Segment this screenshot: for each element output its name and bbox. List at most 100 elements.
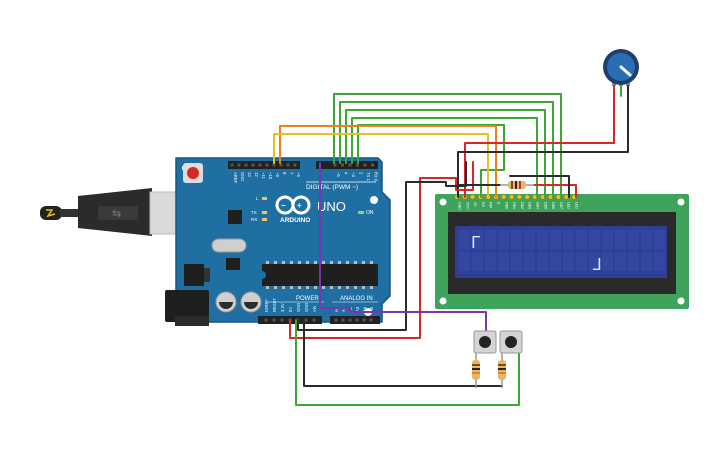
lcd-pin-label: LED bbox=[567, 202, 571, 209]
power-pin-label: Vin bbox=[312, 305, 317, 312]
lcd-cell bbox=[485, 252, 496, 271]
digital-pin-label: 13 bbox=[247, 172, 252, 177]
header-pin bbox=[279, 163, 283, 167]
lcd-cell bbox=[563, 230, 574, 249]
lcd-pin bbox=[501, 194, 507, 200]
header-pin bbox=[272, 163, 276, 167]
arduino-logo: − + bbox=[275, 195, 311, 215]
header-pin bbox=[362, 318, 366, 322]
lcd-pin-label: DB4 bbox=[536, 202, 540, 209]
voltage-regulator bbox=[184, 264, 204, 286]
analog-pin-label: A4 bbox=[362, 306, 367, 312]
lcd-pin bbox=[563, 194, 569, 200]
lcd-pin-label: DB2 bbox=[520, 202, 524, 209]
wire-led-cathode bbox=[509, 175, 570, 198]
header-pin bbox=[244, 163, 248, 167]
digital-pin-label: 4 bbox=[344, 172, 349, 175]
lcd-cell bbox=[498, 252, 509, 271]
header-pin bbox=[280, 318, 284, 322]
wire-button-gnd bbox=[303, 319, 503, 387]
chip-leg bbox=[346, 261, 349, 264]
digital-pin-label: ~10 bbox=[268, 172, 273, 180]
lcd-backlight-resistor bbox=[500, 181, 534, 189]
chip-leg bbox=[282, 261, 285, 264]
digital-pin-label: ~9 bbox=[275, 172, 280, 177]
reset-button-cap[interactable] bbox=[187, 167, 199, 179]
chip-leg bbox=[370, 286, 373, 289]
lcd-cell bbox=[641, 252, 652, 271]
digital-label: DIGITAL (PWM ~) bbox=[306, 184, 358, 191]
wire-5v bbox=[289, 161, 474, 339]
header-pin bbox=[371, 163, 374, 167]
header-pin bbox=[230, 163, 234, 167]
header-pin bbox=[237, 163, 241, 167]
lcd-pin-label: RS bbox=[481, 202, 485, 208]
header-pin bbox=[258, 163, 262, 167]
pull-down-resistor-1 bbox=[472, 353, 480, 388]
l-led-label: L bbox=[256, 196, 259, 201]
digital-header bbox=[228, 161, 378, 169]
digital-pin-label: ~5 bbox=[336, 172, 341, 177]
regulator-chip bbox=[226, 258, 240, 270]
lcd-cell bbox=[524, 252, 535, 271]
lcd-pin bbox=[524, 194, 530, 200]
power-pin-label: RESET bbox=[272, 298, 277, 312]
lcd-cell bbox=[654, 252, 665, 271]
lcd-cell bbox=[615, 252, 626, 271]
brand-label: ARDUINO bbox=[280, 217, 310, 224]
power-pin-label: 5V bbox=[288, 307, 293, 312]
digital-header-block-1 bbox=[228, 161, 300, 169]
wire-d4 bbox=[351, 117, 538, 198]
rx-led bbox=[262, 218, 267, 221]
on-led bbox=[358, 211, 364, 214]
digital-pin-label: GND bbox=[240, 172, 245, 181]
header-pin bbox=[272, 318, 276, 322]
lcd-pin-label: LED bbox=[575, 202, 579, 209]
lcd-pin bbox=[516, 194, 523, 200]
chip-leg bbox=[306, 286, 309, 289]
chip-leg bbox=[274, 261, 277, 264]
lcd-cell bbox=[550, 252, 561, 271]
power-pin-label: 3.3V bbox=[280, 303, 285, 312]
lcd-pin-label: DB6 bbox=[551, 202, 555, 209]
chip-leg bbox=[338, 286, 341, 289]
dc-jack bbox=[165, 290, 209, 322]
header-pin bbox=[369, 318, 373, 322]
svg-text:⇆: ⇆ bbox=[112, 208, 121, 220]
lcd-cell bbox=[589, 230, 600, 249]
lcd-cell bbox=[524, 230, 535, 249]
lcd-cell bbox=[641, 230, 652, 249]
pull-down-resistor-2 bbox=[498, 353, 506, 388]
wire-enable bbox=[357, 124, 505, 198]
lcd-cell bbox=[472, 230, 483, 249]
digital-pin-label: 2 bbox=[359, 172, 364, 175]
analog-pin-label: A0 bbox=[334, 306, 339, 312]
analog-pin-label: A5 bbox=[369, 306, 374, 312]
l-led bbox=[262, 197, 267, 200]
wire-d7 bbox=[333, 93, 562, 198]
lcd-pin-label: DB5 bbox=[543, 202, 547, 209]
chip-leg bbox=[362, 261, 365, 264]
lcd-pin-label: DB3 bbox=[528, 202, 532, 209]
lcd-cell bbox=[550, 230, 561, 249]
lcd-cell bbox=[628, 230, 639, 249]
wire-button-1-signal bbox=[319, 162, 487, 332]
lcd-cell bbox=[602, 252, 613, 271]
header-pin bbox=[348, 163, 352, 167]
push-button-2[interactable] bbox=[499, 330, 523, 354]
lcd-cell bbox=[576, 230, 587, 249]
push-button-1[interactable] bbox=[473, 330, 497, 354]
potentiometer[interactable] bbox=[603, 49, 639, 86]
lcd-pin-label: E bbox=[497, 202, 501, 205]
lcd-cell bbox=[459, 230, 470, 249]
lcd-cell bbox=[563, 252, 574, 271]
lcd-glyph-row2: ᒧ bbox=[592, 255, 602, 274]
header-pin bbox=[341, 163, 344, 167]
chip-leg bbox=[266, 286, 269, 289]
digital-pin-label: 8 bbox=[282, 172, 287, 175]
chip-leg bbox=[330, 286, 333, 289]
wire-d6 bbox=[339, 101, 554, 198]
